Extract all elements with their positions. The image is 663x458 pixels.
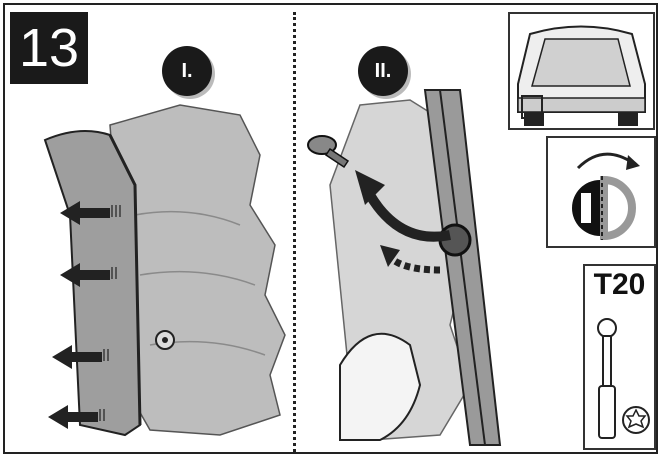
panel-divider	[293, 12, 296, 452]
tool-panel: T20	[583, 264, 656, 450]
panel-2-illustration	[300, 85, 510, 450]
step-number: 13	[10, 12, 88, 84]
step-badge-2: II.	[358, 46, 408, 96]
step-badge-1: I.	[162, 46, 212, 96]
tool-size-label: T20	[585, 268, 654, 302]
rotate-half-turn-icon	[548, 138, 654, 246]
rotate-panel	[546, 136, 656, 248]
trim-panel	[45, 131, 140, 435]
torx-screwdriver-icon	[585, 306, 654, 446]
car-rear-view-icon	[510, 14, 653, 128]
panel-1-illustration	[40, 95, 290, 450]
car-rear-panel	[508, 12, 655, 130]
